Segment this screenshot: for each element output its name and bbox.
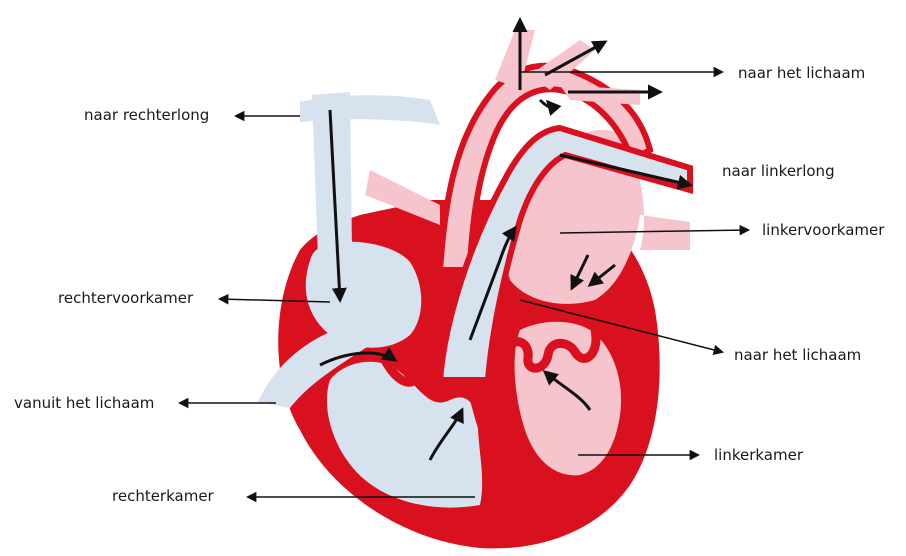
label-linkervoorkamer: linkervoorkamer <box>762 221 885 239</box>
label-naar-het-lichaam-top: naar het lichaam <box>738 64 865 82</box>
label-linkerkamer: linkerkamer <box>714 446 804 464</box>
label-vanuit-het-lichaam: vanuit het lichaam <box>14 394 154 412</box>
label-rechtervoorkamer: rechtervoorkamer <box>58 289 194 307</box>
label-naar-rechterlong: naar rechterlong <box>84 106 209 124</box>
label-rechterkamer: rechterkamer <box>112 487 215 505</box>
aorta-branch-3 <box>560 85 640 105</box>
label-naar-linkerlong: naar linkerlong <box>722 162 835 180</box>
label-naar-het-lichaam-mid: naar het lichaam <box>734 346 861 364</box>
heart-illustration <box>258 20 690 548</box>
